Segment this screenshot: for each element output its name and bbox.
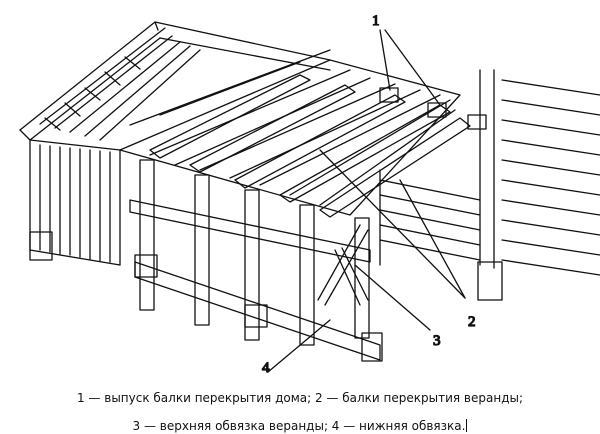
post-footings [134,254,383,362]
bottom-plate [134,261,381,361]
callout-3: 3 [433,333,441,349]
house-wall [29,139,121,266]
callout-2: 2 [468,314,476,330]
caption-line-2: 3 — верхняя обвязка веранды; 4 — нижняя … [0,419,600,433]
veranda-posts [139,159,370,346]
veranda-rafters [149,74,471,218]
caption-line-2-text: 3 — верхняя обвязка веранды; 4 — нижняя … [132,419,466,433]
callout-1: 1 [372,13,380,29]
callout-4: 4 [262,360,270,375]
beam-ends [379,87,487,130]
caption-line-1: 1 — выпуск балки перекрытия дома; 2 — ба… [76,391,524,405]
top-plate [129,199,371,263]
veranda-roof-boards [119,49,461,216]
callout-leaders [267,29,466,373]
house-roof [19,21,331,151]
text-cursor [466,419,468,432]
braces [317,224,369,306]
veranda-frame-illustration: 1 2 3 4 [19,12,600,375]
right-wall-siding [379,69,600,301]
